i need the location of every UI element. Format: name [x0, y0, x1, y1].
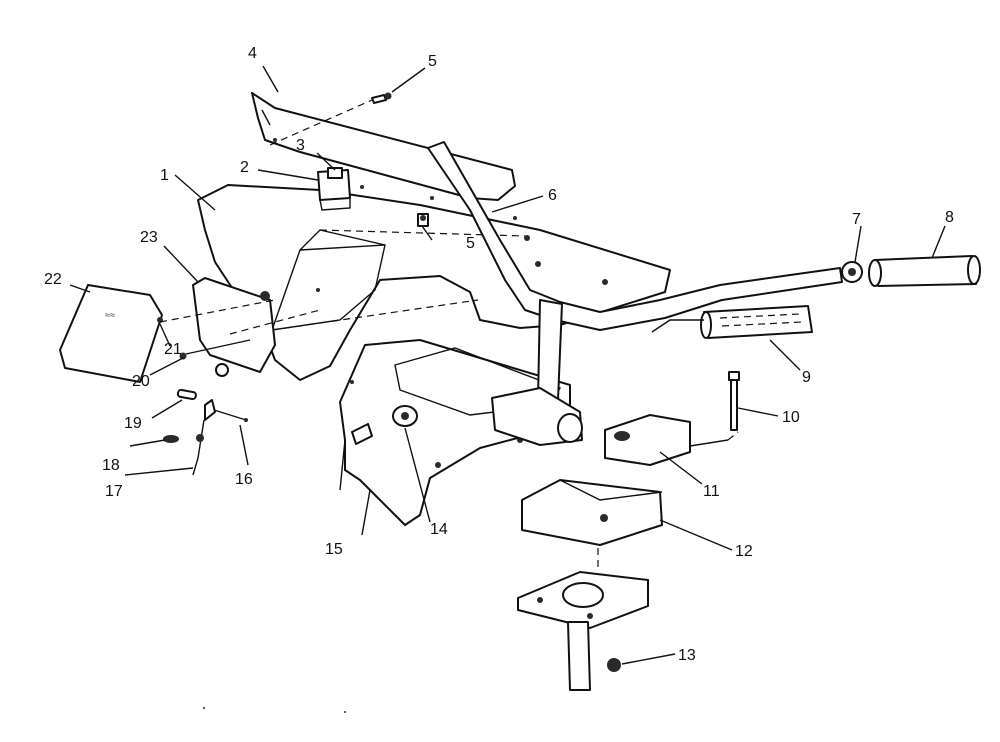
callout-14: 14 [430, 521, 448, 538]
part-10-bolt [728, 371, 740, 431]
part-14-grommet [351, 405, 418, 445]
part-11-upper-clamp [604, 414, 729, 466]
dashed-guide-upper [269, 99, 373, 146]
part-18-clip [163, 435, 179, 443]
callout-22: 22 [44, 271, 62, 288]
callout-3: 3 [296, 137, 305, 154]
callout-4: 4 [248, 45, 257, 62]
callout-1: 1 [160, 167, 169, 184]
callout-2: 2 [240, 159, 249, 176]
dashed-guide-bolt [727, 431, 739, 441]
callout-7: 7 [852, 211, 861, 228]
callout-20: 20 [132, 373, 150, 390]
callout-23: 23 [140, 229, 158, 246]
part-3-switch-knob [327, 167, 343, 179]
callout-17: 17 [105, 483, 123, 500]
callout-15: 15 [325, 541, 343, 558]
callout-11: 11 [703, 483, 720, 500]
part-17-cable [192, 399, 216, 476]
part-22-cover-plate: ≈≈ [59, 284, 163, 383]
callout-19: 19 [124, 415, 142, 432]
dashed-guide-bracket-2 [229, 309, 321, 335]
part-9-heated-grip [651, 305, 813, 339]
part-12-lower-clamp [521, 479, 663, 546]
svg-text:≈≈: ≈≈ [105, 310, 115, 320]
leader-lines [69, 65, 946, 665]
dashed-guide-bracket [159, 299, 276, 323]
part-20-screw [179, 339, 251, 360]
part-8-grip [868, 255, 981, 287]
speck [344, 711, 346, 713]
callout-9: 9 [802, 369, 811, 386]
part-16-pin [213, 409, 248, 422]
callout-16: 16 [235, 471, 253, 488]
callout-13: 13 [678, 647, 696, 664]
callout-18: 18 [102, 457, 120, 474]
part-13-nut [607, 658, 621, 672]
callout-10: 10 [782, 409, 800, 426]
callout-labels: 4 5 3 2 1 5 6 7 8 9 10 11 12 13 14 15 16… [44, 45, 954, 664]
callout-5-lower: 5 [466, 235, 475, 252]
part-5-screw-lower [417, 213, 429, 227]
part-15-lower-panel [339, 339, 571, 526]
part-19-pin [176, 388, 197, 401]
part-4-upper-cover [251, 92, 516, 201]
speck [203, 707, 205, 709]
callout-21: 21 [164, 341, 182, 358]
callout-8: 8 [945, 209, 954, 226]
callout-6: 6 [548, 187, 557, 204]
part-5-screw-upper [371, 92, 392, 104]
part-23-bracket [192, 277, 276, 377]
callout-5-upper: 5 [428, 53, 437, 70]
steering-column [567, 621, 591, 691]
part-6-handlebar [427, 141, 843, 446]
callout-12: 12 [735, 543, 753, 560]
steering-mount-plate [517, 548, 649, 629]
part-7-bar-end [841, 261, 863, 283]
